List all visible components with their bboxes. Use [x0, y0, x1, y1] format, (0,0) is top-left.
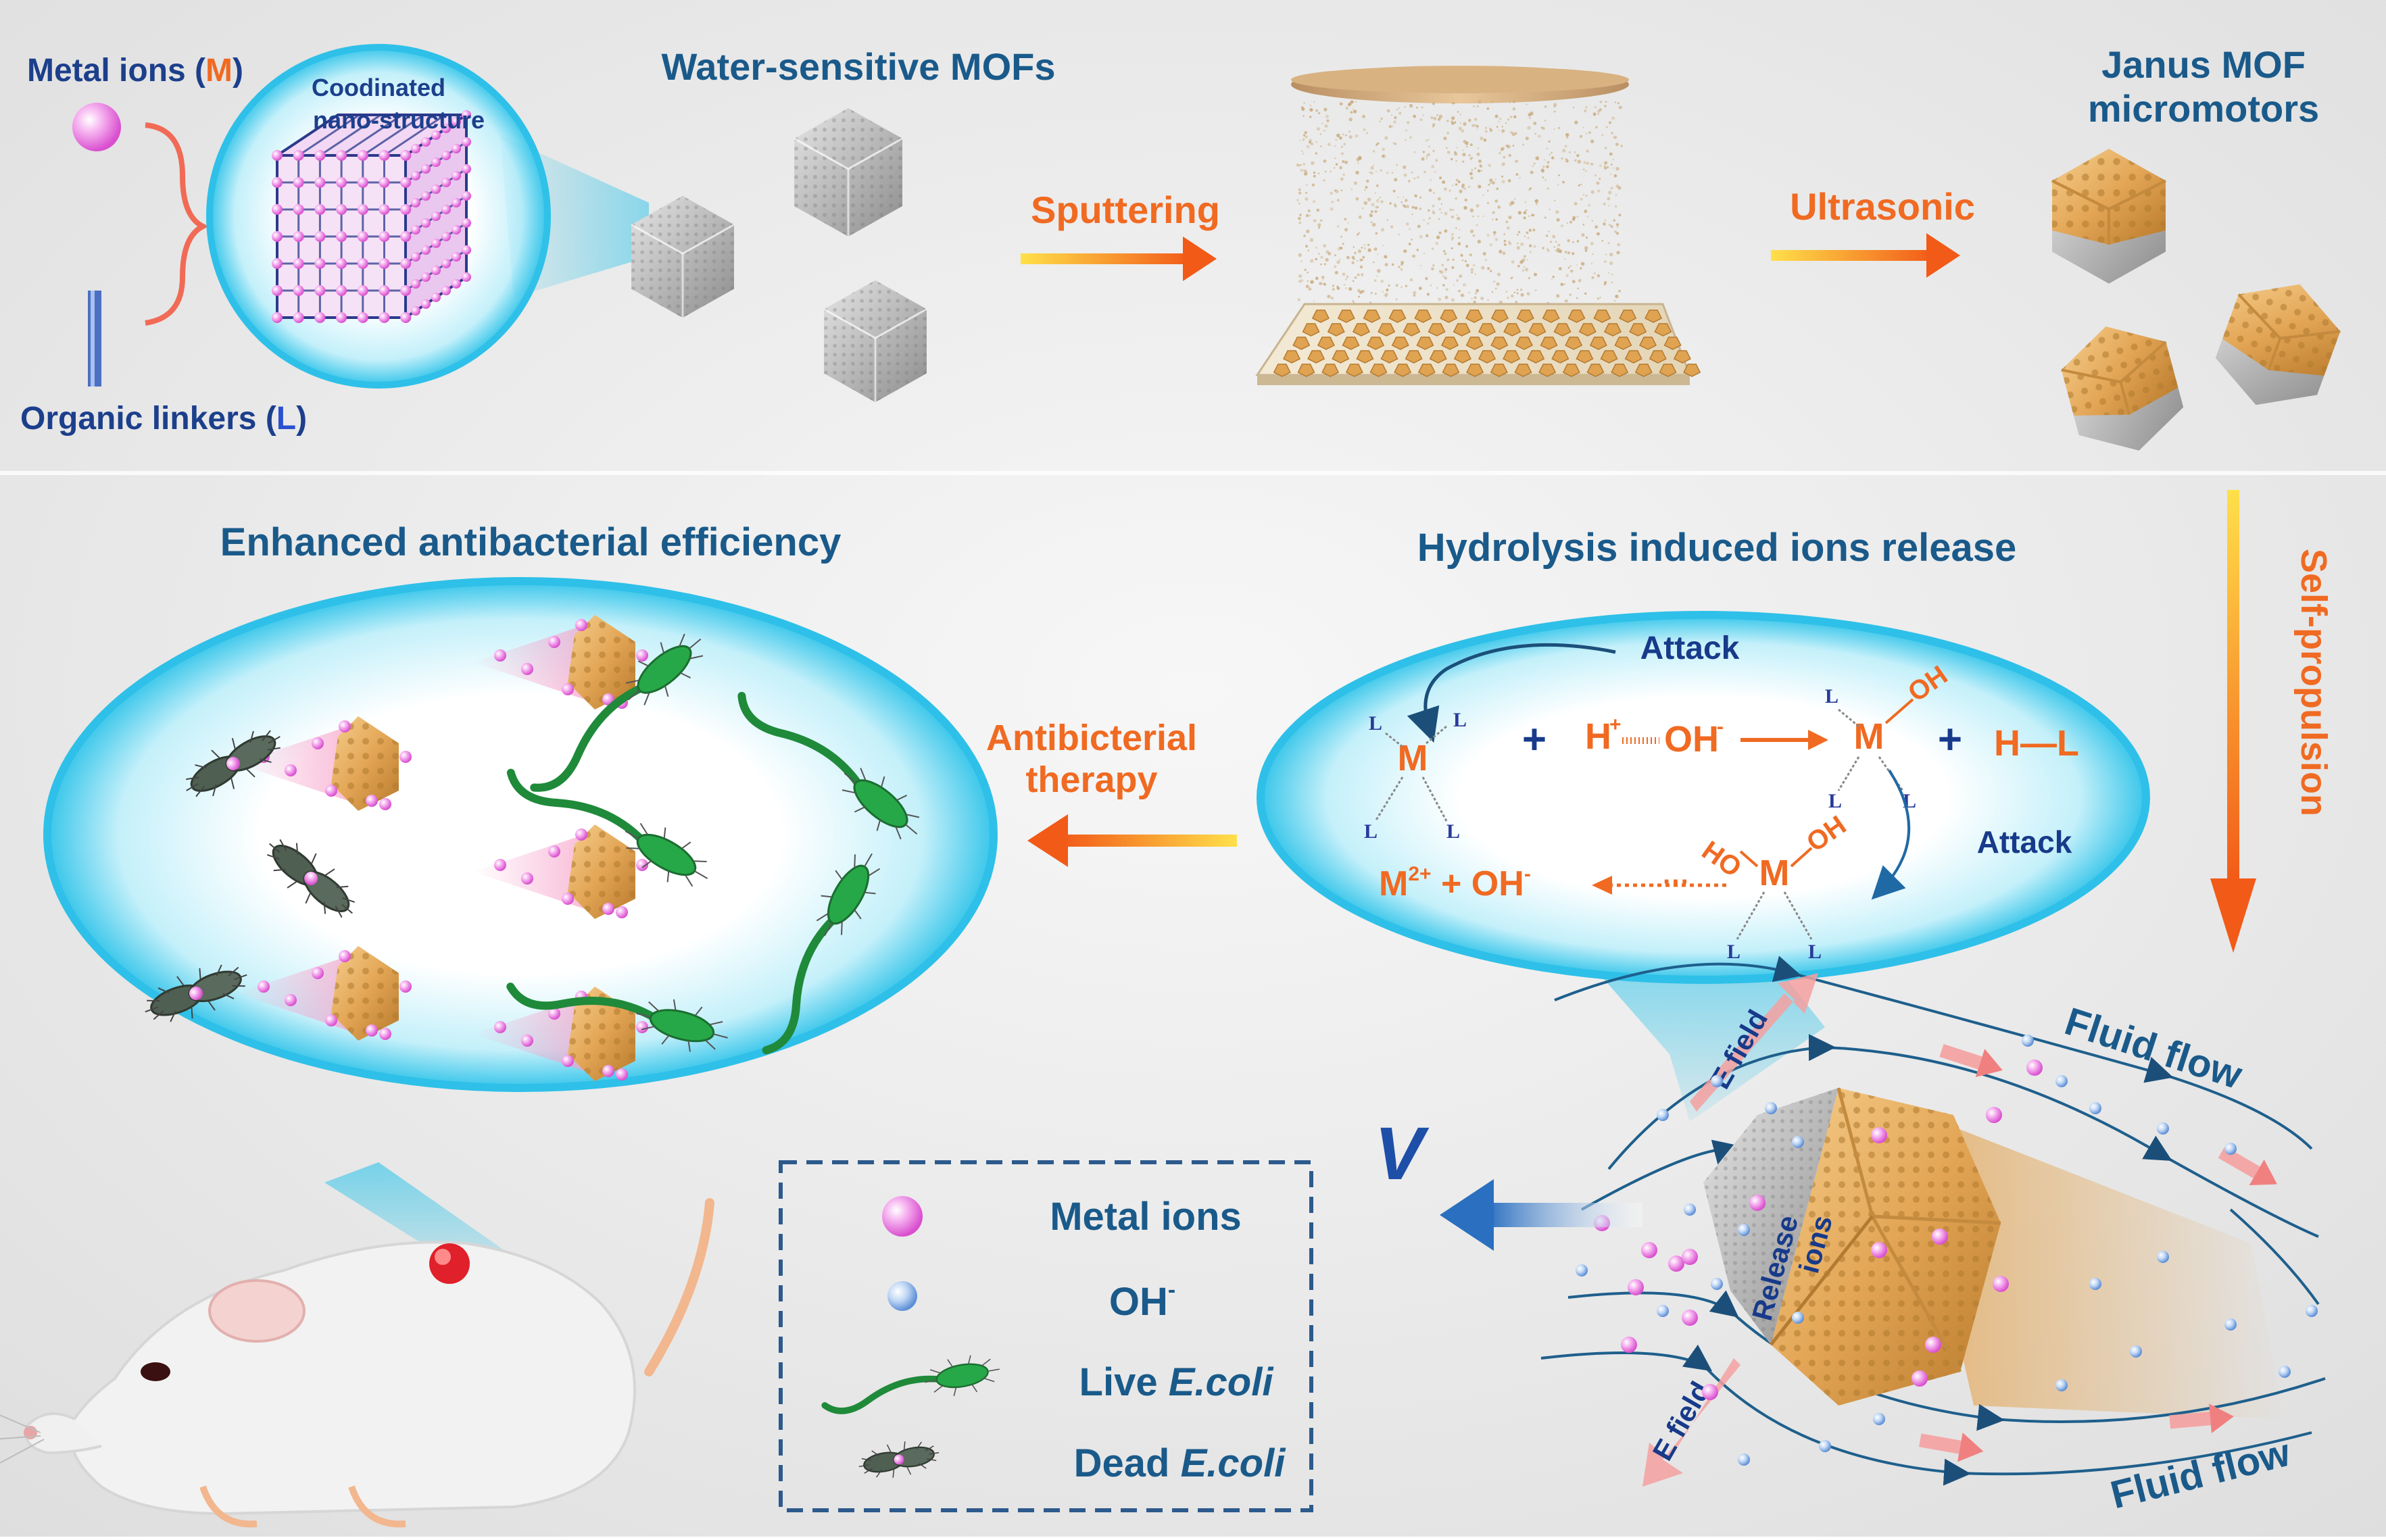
svg-text:-: - — [1717, 716, 1724, 738]
attack-label-1: Attack — [1640, 630, 1740, 666]
svg-text:M: M — [1854, 716, 1884, 757]
svg-text:+: + — [1609, 714, 1622, 736]
svg-text:H: H — [1585, 716, 1611, 757]
hydrolysis-lens — [1257, 611, 2150, 1122]
therapy-label-1: Antibicterial — [986, 718, 1197, 758]
legend-oh: OH- — [1109, 1277, 1175, 1324]
wound-site — [429, 1243, 470, 1284]
svg-text:L: L — [1453, 709, 1467, 731]
brace — [145, 122, 209, 326]
organic-linker-rod — [88, 291, 101, 387]
reaction-arrow-1 — [1740, 730, 1828, 750]
velocity-label: V — [1374, 1112, 1430, 1195]
self-propulsion-label: Self-propulsion — [2293, 549, 2334, 816]
legend-oh-icon — [887, 1281, 917, 1311]
legend-dead-ecoli: Dead E.coli — [1074, 1441, 1287, 1485]
legend-dead-ecoli-icon — [858, 1441, 940, 1478]
substrate-plate — [1255, 303, 1701, 385]
hydrolysis-reaction: Attack M L L L L + H + OH - M — [1364, 630, 2079, 963]
mouse-tail — [644, 1198, 714, 1376]
svg-text:L: L — [1808, 941, 1822, 963]
mouse-eye — [141, 1362, 170, 1381]
attack-label-2: Attack — [1977, 824, 2072, 860]
janus-micromotors — [2051, 149, 2341, 451]
legend-metal-ions: Metal ions — [1050, 1195, 1242, 1239]
lattice-cube — [272, 110, 471, 323]
janus-title-1: Janus MOF — [2101, 43, 2306, 86]
coordinated-label-2: nano-structure — [313, 106, 485, 134]
mouse-ear — [208, 1279, 306, 1343]
svg-text:L: L — [1446, 820, 1460, 843]
water-molecule: H + OH - — [1585, 714, 1724, 760]
legend-metal-ion-icon — [882, 1196, 923, 1237]
plus-1: + — [1522, 716, 1547, 763]
plus-2: + — [1938, 716, 1962, 763]
janus-title-2: micromotors — [2088, 87, 2319, 130]
svg-text:L: L — [1825, 685, 1839, 707]
attack-arrow-2 — [1871, 769, 1911, 900]
legend-live-ecoli: Live E.coli — [1079, 1360, 1275, 1404]
svg-text:M: M — [1398, 738, 1428, 778]
bacteria-scene — [145, 615, 920, 1081]
self-propulsion-arrow — [2210, 490, 2256, 953]
legend: Metal ions OH- Live E.coli Dead E.coli — [779, 1160, 1313, 1512]
coordinated-label-1: Coodinated — [312, 74, 445, 101]
ellipsis-dots: ··· — [1663, 867, 1690, 897]
e-field-arrow-top — [1690, 973, 1818, 1112]
organic-linkers-label: Organic linkers (L) — [20, 401, 307, 437]
water-sensitive-mofs-title: Water-sensitive MOFs — [662, 45, 1056, 88]
hydrolysis-title: Hydrolysis induced ions release — [1417, 526, 2016, 570]
sputtering-arrow — [1021, 237, 1217, 281]
svg-text:L: L — [1727, 941, 1740, 963]
mof-crystals — [631, 108, 927, 403]
metal-ion-sphere — [72, 103, 121, 151]
svg-text:OH: OH — [1664, 719, 1719, 760]
svg-text:L: L — [1369, 712, 1382, 735]
metal-ions-label: Metal ions (M) — [27, 53, 243, 89]
legend-live-ecoli-icon — [821, 1355, 1000, 1414]
therapy-label-2: therapy — [1025, 760, 1157, 800]
attack-arrow-1 — [1407, 643, 1616, 743]
ultrasonic-label: Ultrasonic — [1790, 185, 1975, 228]
final-products: M2+ + OH- — [1379, 863, 1531, 903]
reactant-molecule: M L L L L — [1364, 709, 1467, 843]
h-l-product: H—L — [1994, 723, 2079, 764]
reaction-arrow-2 — [1592, 876, 1730, 895]
svg-text:L: L — [1828, 790, 1842, 812]
sputter-target — [1291, 66, 1629, 103]
antibacterial-title: Enhanced antibacterial efficiency — [220, 520, 842, 564]
mouse — [0, 1198, 714, 1528]
svg-text:L: L — [1364, 820, 1378, 843]
sputtering-label: Sputtering — [1031, 189, 1220, 231]
therapy-arrow — [1027, 814, 1237, 867]
svg-text:M: M — [1759, 853, 1790, 893]
ultrasonic-arrow — [1771, 233, 1960, 278]
velocity-arrow — [1440, 1179, 1642, 1251]
